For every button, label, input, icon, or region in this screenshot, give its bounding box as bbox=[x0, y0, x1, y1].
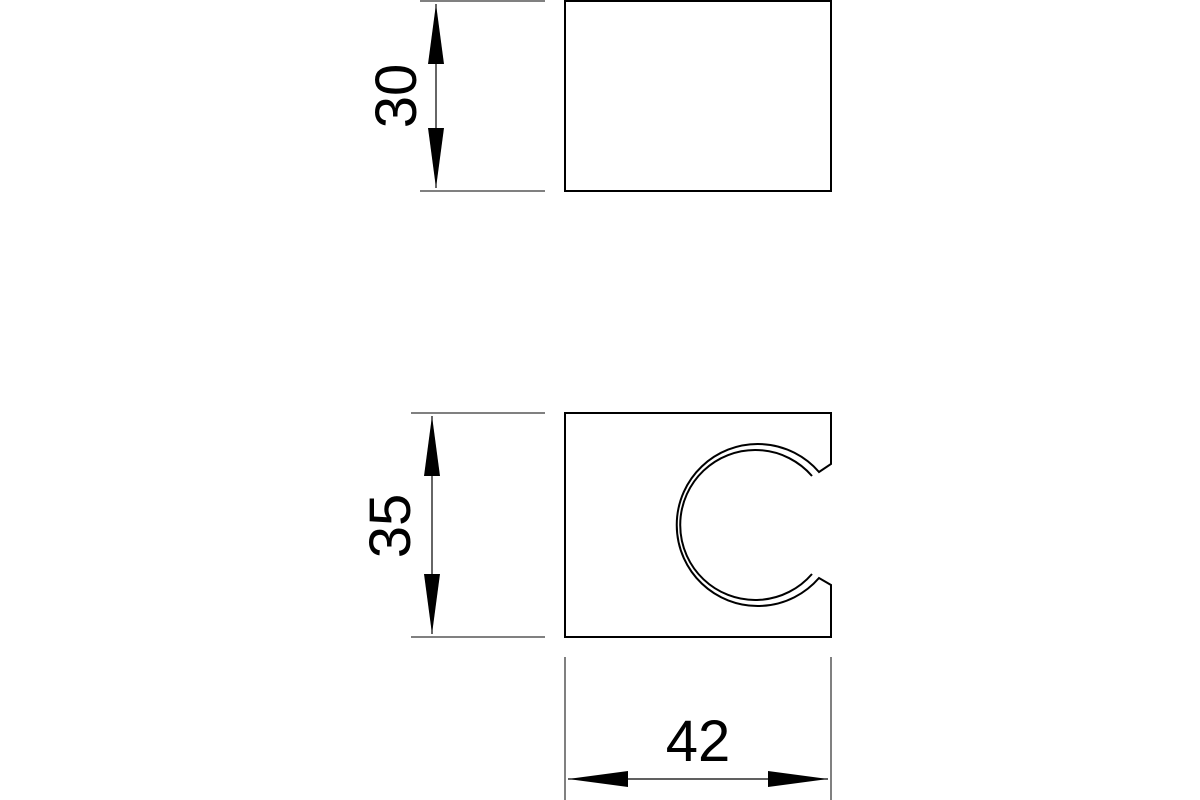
front-view-outline bbox=[564, 412, 832, 638]
height-dimension-35: 35 bbox=[358, 416, 440, 634]
dimension-label-35: 35 bbox=[358, 494, 423, 559]
arrow-down-icon bbox=[424, 574, 440, 634]
arrow-up-icon bbox=[424, 416, 440, 476]
top-view-outline bbox=[564, 0, 832, 192]
arrow-left-icon bbox=[568, 771, 628, 787]
dimension-label-30: 30 bbox=[364, 64, 429, 129]
dimension-label-42: 42 bbox=[666, 709, 731, 774]
arrow-up-icon bbox=[428, 4, 444, 64]
width-dimension-42: 42 bbox=[568, 709, 828, 787]
height-dimension-30: 30 bbox=[364, 4, 444, 188]
arrow-right-icon bbox=[768, 771, 828, 787]
holder-cutout-inner-arc bbox=[679, 449, 813, 601]
arrow-down-icon bbox=[428, 128, 444, 188]
